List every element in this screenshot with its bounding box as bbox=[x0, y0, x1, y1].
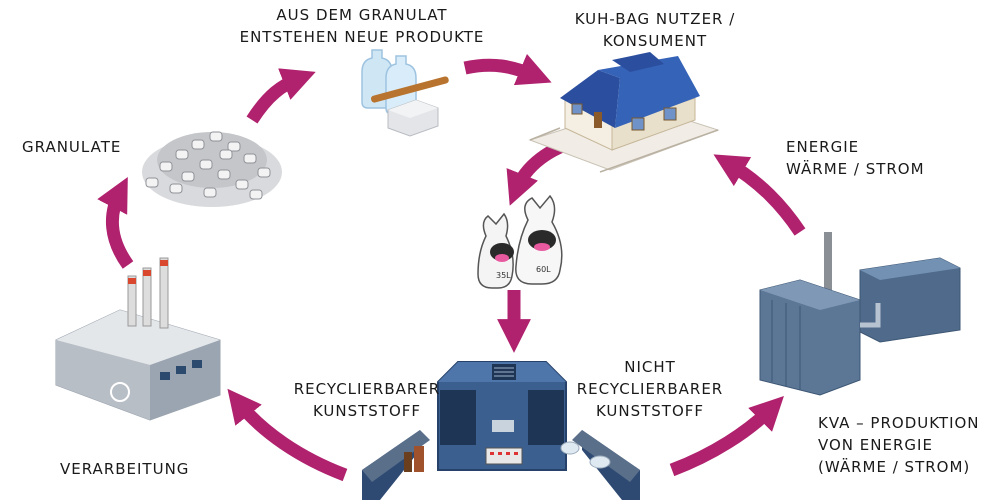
arrow-factory-to-granulate bbox=[97, 177, 134, 269]
label-recyclable-plastic: RECYCLIERBARER KUNSTSTOFF bbox=[293, 380, 441, 420]
label-consumer: KUH-BAG NUTZER / KONSUMENT bbox=[574, 10, 736, 50]
label-non-recyclable-plastic: NICHT RECYCLIERBARER KUNSTSTOFF bbox=[576, 358, 724, 420]
arrow-granulate-to-products bbox=[246, 68, 316, 124]
arrow-sorting-to-kva bbox=[669, 396, 784, 477]
label-kva-energy-production: KVA – PRODUKTION VON ENERGIE (WÄRME / ST… bbox=[818, 414, 980, 476]
house-illustration bbox=[528, 52, 720, 173]
arrow-sorting-to-processing bbox=[227, 388, 348, 482]
arrow-products-to-consumer bbox=[463, 53, 552, 86]
bag-size-60l: 60L bbox=[536, 265, 551, 274]
kuh-bags-illustration bbox=[477, 194, 563, 289]
granulate-pile bbox=[142, 131, 282, 207]
new-products-illustration bbox=[361, 49, 449, 137]
label-granulate: GRANULATE bbox=[22, 138, 122, 156]
label-new-products: AUS DEM GRANULAT ENTSTEHEN NEUE PRODUKTE bbox=[239, 6, 485, 46]
processing-factory-illustration bbox=[55, 257, 221, 421]
kva-plant-illustration bbox=[759, 232, 961, 396]
sorting-machine-illustration bbox=[362, 361, 640, 500]
arrow-kva-to-consumer bbox=[713, 154, 806, 236]
label-processing: VERARBEITUNG bbox=[60, 460, 190, 478]
bag-size-35l: 35L bbox=[496, 271, 511, 280]
label-energy: ENERGIE WÄRME / STROM bbox=[786, 138, 925, 178]
